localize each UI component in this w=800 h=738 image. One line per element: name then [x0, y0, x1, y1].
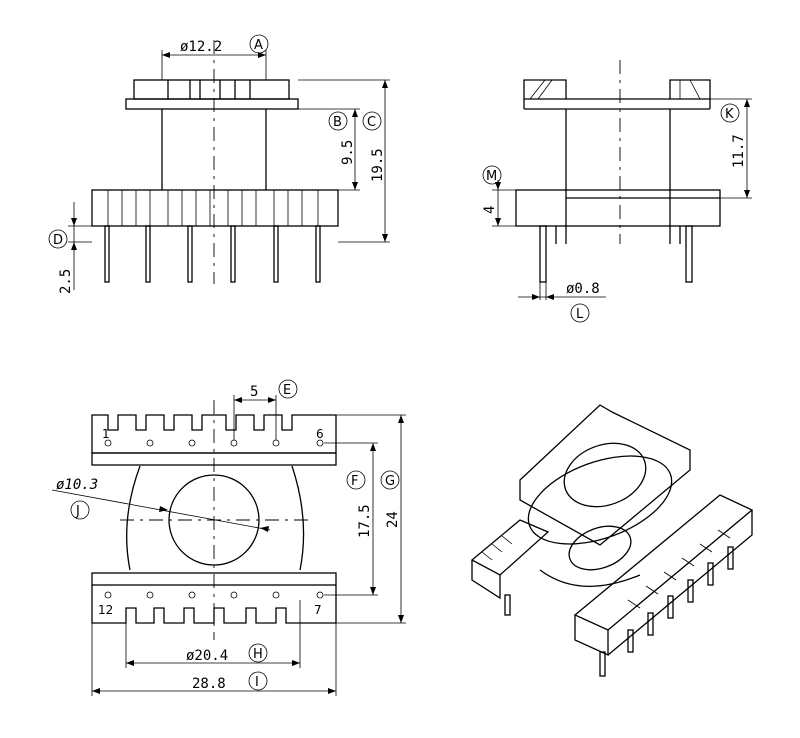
side-view: 11.7 K 4 M ø0.8 L	[482, 60, 752, 323]
callout-i: I	[255, 675, 259, 690]
callout-a: A	[254, 38, 263, 53]
dim-c-text: 19.5	[370, 148, 386, 182]
dim-m-text: 4	[482, 206, 498, 214]
front-view: ø12.2 A 9.5 B 19.5 C 2.5 D	[48, 34, 390, 294]
pin-1-label: 1	[102, 427, 110, 441]
callout-b: B	[333, 115, 342, 130]
callout-h: H	[253, 647, 263, 662]
callout-g: G	[385, 474, 395, 489]
dim-k-text: 11.7	[731, 134, 747, 168]
pin-12-label: 12	[98, 603, 113, 617]
dim-i-text: 28.8	[192, 676, 226, 692]
callout-j: J	[75, 504, 80, 519]
bottom-view: 1 6 12 7 5 E 17.5 F 24 G ø10.3	[51, 379, 406, 696]
isometric-view	[470, 404, 754, 677]
dim-l-text: ø0.8	[566, 281, 600, 297]
callout-k: K	[725, 107, 734, 122]
dim-d-text: 2.5	[58, 269, 74, 294]
dim-a-text: ø12.2	[180, 39, 222, 55]
callout-l: L	[576, 307, 584, 322]
callout-e: E	[283, 383, 291, 398]
callout-d: D	[53, 233, 63, 248]
pin-7-label: 7	[314, 603, 322, 617]
callout-m: M	[486, 169, 497, 184]
callout-f: F	[351, 474, 358, 489]
callout-c: C	[367, 115, 376, 130]
dim-f-text: 17.5	[357, 504, 373, 538]
dim-j-text: ø10.3	[56, 477, 98, 493]
dim-e-text: 5	[250, 384, 258, 400]
dim-b-text: 9.5	[340, 140, 356, 165]
pin-6-label: 6	[316, 427, 324, 441]
dim-g-text: 24	[385, 511, 401, 528]
dim-h-text: ø20.4	[186, 648, 228, 664]
